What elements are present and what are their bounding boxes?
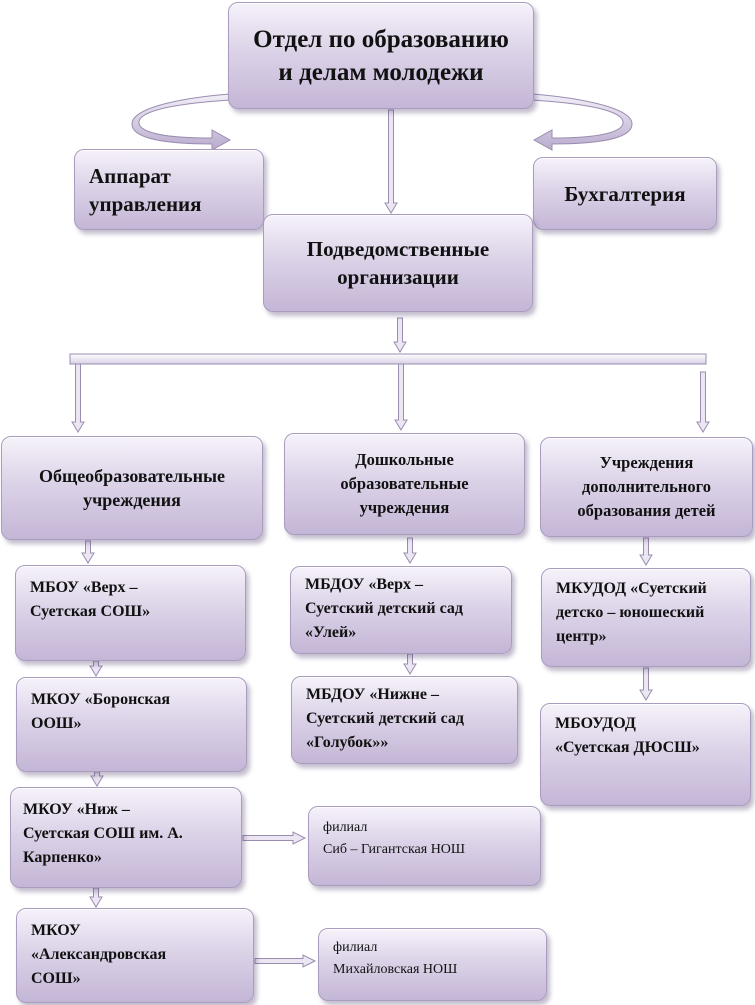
preschool-line-1: Дошкольные (355, 450, 454, 469)
school-3-line-2: Суетская СОШ им. А. (23, 825, 183, 842)
curved-arrow-left (131, 93, 232, 151)
school-1-line-2: Суетская СОШ» (30, 603, 151, 620)
arrow-bar-to-extra (696, 371, 710, 433)
preschool-1-line-1: МБДОУ «Верх – (305, 576, 424, 593)
extra-2-line-1: МБОУДОД (555, 715, 636, 732)
preschool-line-2: образовательные (340, 474, 469, 493)
extra-suetsky-youth-center: МКУДОД «Суетский детско – юношеский цент… (541, 568, 751, 667)
subordinate-orgs-box: Подведомственные организации (263, 214, 533, 312)
category-general-education: Общеобразовательные учреждения (1, 436, 263, 540)
school-1-line-1: МБОУ «Верх – (30, 579, 138, 596)
preschool-verkh-suetsky-uley: МБДОУ «Верх – Суетский детский сад «Улей… (290, 566, 512, 654)
arrow-extra-to-center (639, 537, 653, 566)
arrow-school-2-to-school-3 (90, 771, 104, 787)
subordinate-line-2: организации (337, 265, 459, 289)
school-2-line-2: ООШ» (31, 715, 82, 732)
root-box-education-department: Отдел по образованию и делам молодежи (228, 2, 534, 109)
accounting-box: Бухгалтерия (533, 157, 717, 230)
category-extra-education: Учреждения дополнительного образования д… (540, 437, 753, 537)
school-3-line-1: МКОУ «Ниж – (23, 801, 130, 818)
arrow-root-to-subordinate (384, 109, 398, 214)
preschool-2-line-2: Суетский детский сад (306, 710, 464, 727)
extra-line-2: дополнительного (582, 477, 711, 496)
branch-sib-gigantskaya: филиал Сиб – Гигантская НОШ (308, 806, 541, 886)
extra-1-line-3: центр» (556, 628, 607, 645)
general-line-2: учреждения (83, 490, 181, 510)
apparat-line-1: Аппарат (89, 163, 171, 188)
root-line-2: и делам молодежи (278, 58, 484, 86)
root-line-1: Отдел по образованию (253, 25, 509, 53)
school-aleksandrovskaya: МКОУ «Александровская СОШ» (16, 908, 254, 1003)
extra-line-1: Учреждения (599, 453, 694, 472)
branch-2-line-1: филиал (333, 940, 378, 955)
arrow-ds-1-to-ds-2 (403, 653, 417, 675)
school-2-line-1: МКОУ «Боронская (31, 691, 171, 708)
extra-1-line-2: детско – юношеский (556, 604, 705, 621)
arrow-bar-to-general (71, 363, 85, 433)
branch-1-line-2: Сиб – Гигантская НОШ (323, 842, 466, 857)
preschool-1-line-3: «Улей» (305, 624, 357, 641)
arrow-center-to-dyussh (639, 667, 653, 701)
distribution-bar (69, 353, 707, 365)
school-nizh-suetskaya: МКОУ «Ниж – Суетская СОШ им. А. Карпенко… (10, 787, 242, 888)
arrow-school-4-to-branch-2 (254, 954, 317, 968)
school-4-line-1: МКОУ (31, 922, 81, 939)
apparat-line-2: управления (89, 191, 202, 216)
arrow-bar-to-preschool (394, 363, 408, 431)
extra-suetskaya-dyussh: МБОУДОД «Суетская ДЮСШ» (540, 703, 751, 806)
preschool-line-3: учреждения (359, 498, 450, 517)
arrow-subordinate-to-bar (393, 317, 407, 353)
school-4-line-3: СОШ» (31, 970, 81, 987)
category-preschool: Дошкольные образовательные учреждения (284, 433, 525, 535)
general-line-1: Общеобразовательные (39, 466, 225, 486)
extra-line-3: образования детей (577, 501, 716, 520)
branch-mikhailovskaya: филиал Михайловская НОШ (318, 928, 547, 1001)
arrow-school-3-to-branch-1 (242, 831, 307, 845)
extra-1-line-1: МКУДОД «Суетский (556, 580, 707, 597)
subordinate-line-1: Подведомственные (306, 237, 490, 261)
curved-arrow-right (531, 93, 633, 151)
preschool-2-line-1: МБДОУ «Нижне – (306, 686, 439, 703)
arrow-preschool-to-ds-1 (403, 537, 417, 564)
arrow-school-3-to-school-4 (89, 887, 103, 908)
preschool-2-line-3: «Голубок»» (306, 734, 389, 751)
accounting-label: Бухгалтерия (564, 181, 686, 206)
arrow-general-to-school-1 (81, 540, 95, 564)
school-4-line-2: «Александровская (31, 946, 167, 963)
apparat-box: Аппарат управления (74, 149, 264, 230)
branch-2-line-2: Михайловская НОШ (333, 962, 458, 977)
school-verkh-suetskaya: МБОУ «Верх – Суетская СОШ» (15, 565, 246, 661)
arrow-school-1-to-school-2 (89, 660, 103, 677)
arrow-group (71, 109, 710, 968)
school-3-line-3: Карпенко» (23, 849, 102, 866)
preschool-1-line-2: Суетский детский сад (305, 600, 463, 617)
extra-2-line-2: «Суетская ДЮСШ» (555, 739, 700, 756)
school-boronskaya: МКОУ «Боронская ООШ» (16, 677, 247, 772)
branch-1-line-1: филиал (323, 820, 368, 835)
preschool-nizhne-suetsky-golubok: МБДОУ «Нижне – Суетский детский сад «Гол… (291, 676, 518, 764)
